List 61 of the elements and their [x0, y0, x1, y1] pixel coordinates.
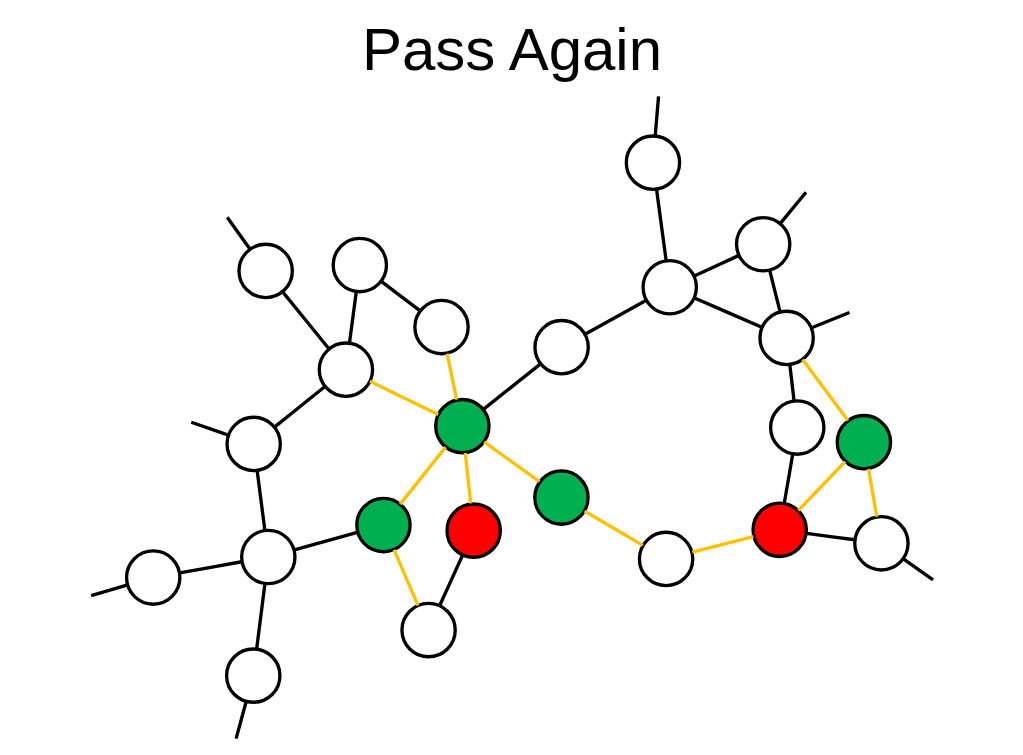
node-circle — [640, 258, 698, 316]
node-circle — [624, 134, 681, 191]
node-circle — [354, 496, 412, 554]
connector — [445, 353, 458, 400]
node-circle — [124, 549, 182, 606]
connector — [805, 531, 855, 542]
node-circle — [224, 647, 282, 704]
connector — [796, 460, 846, 512]
connector — [255, 470, 267, 531]
connector — [866, 468, 878, 518]
connector — [254, 583, 267, 650]
node-circle — [750, 501, 808, 559]
connector — [392, 549, 419, 607]
node-circle — [317, 341, 374, 398]
node-circle — [532, 469, 590, 526]
connector — [463, 452, 472, 504]
node-circle — [637, 530, 694, 588]
connector — [583, 509, 644, 547]
connector — [437, 554, 464, 607]
connector — [482, 440, 540, 484]
connector — [379, 280, 421, 312]
node-circle — [444, 502, 502, 559]
node-circle — [236, 242, 294, 300]
node-circle — [852, 515, 910, 572]
connector — [767, 269, 782, 313]
connector — [810, 311, 850, 330]
connector — [901, 557, 934, 582]
connector — [280, 290, 330, 350]
connector — [800, 358, 849, 422]
node-circle — [224, 415, 282, 473]
connector — [347, 291, 358, 344]
connector — [778, 191, 807, 225]
connector — [293, 530, 358, 552]
connector — [368, 379, 439, 416]
connector — [654, 189, 668, 262]
node-circle — [734, 215, 791, 273]
connector — [273, 385, 326, 429]
node-circle — [757, 309, 815, 367]
node-circle — [239, 528, 297, 586]
connector — [225, 216, 251, 250]
node-circle — [532, 318, 590, 376]
connector — [782, 453, 794, 504]
connector — [787, 364, 796, 401]
connector — [693, 296, 762, 329]
connector — [178, 560, 242, 575]
node-circle — [412, 298, 470, 356]
node-circle — [768, 399, 826, 456]
connector — [481, 362, 542, 411]
connector — [233, 701, 248, 740]
connector — [653, 96, 660, 136]
connector — [398, 446, 447, 506]
connector — [693, 254, 739, 278]
node-circle — [331, 236, 388, 294]
connector — [583, 298, 647, 336]
connector — [90, 583, 128, 598]
node-circle — [399, 601, 457, 659]
node-circle — [433, 397, 491, 455]
connector — [691, 534, 754, 554]
diagram-title: Pass Again — [361, 15, 662, 83]
node-circle — [835, 413, 892, 471]
connector — [190, 420, 228, 437]
